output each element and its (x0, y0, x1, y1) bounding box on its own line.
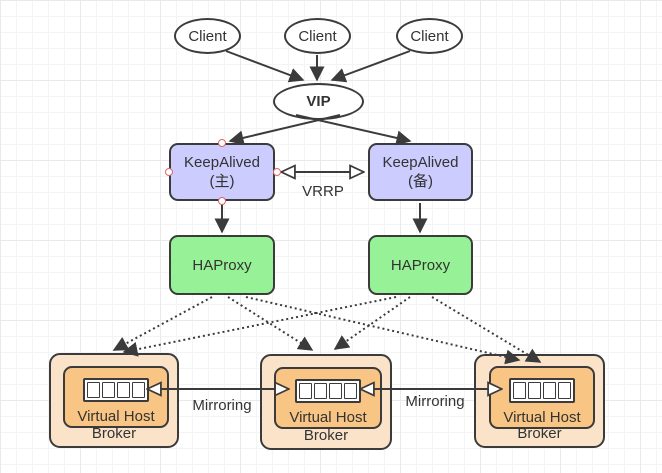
edge-haproxy-left-broker1[interactable] (112, 296, 213, 351)
keepalived-backup-line1: KeepAlived (382, 154, 459, 171)
haproxy-left-label: HAProxy (192, 256, 252, 274)
edge-client1-vip[interactable] (225, 50, 305, 83)
vip-node[interactable]: VIP (273, 83, 364, 120)
client-label: Client (188, 27, 227, 45)
edge-haproxy-left-broker2[interactable] (227, 296, 314, 351)
keepalived-primary-node[interactable]: KeepAlived (主) (169, 143, 275, 201)
edge-client3-vip[interactable] (330, 50, 411, 83)
queue-icon (509, 378, 575, 403)
haproxy-left-node[interactable]: HAProxy (169, 235, 275, 295)
vrrp-edge-label: VRRP (302, 183, 344, 200)
connection-point-right[interactable] (273, 168, 281, 176)
edge-haproxy-left-broker3[interactable] (245, 296, 521, 365)
edge-haproxy-right-broker2[interactable] (333, 296, 411, 350)
keepalived-backup-node[interactable]: KeepAlived (备) (368, 143, 473, 201)
edge-haproxy-right-broker1[interactable] (122, 296, 397, 357)
client-label: Client (410, 27, 449, 45)
broker-node-2[interactable]: Virtual Host Broker (260, 354, 392, 450)
keepalived-primary-line1: KeepAlived (184, 154, 260, 171)
vip-label: VIP (306, 93, 331, 110)
haproxy-right-label: HAProxy (390, 256, 451, 274)
client-node-2[interactable]: Client (284, 18, 351, 54)
virtual-host-box-2[interactable]: Virtual Host (274, 367, 382, 429)
haproxy-right-node[interactable]: HAProxy (368, 235, 473, 295)
broker-label: Broker (517, 425, 562, 442)
queue-icon (295, 379, 361, 403)
broker-label: Broker (303, 427, 349, 444)
connection-point-top[interactable] (218, 139, 226, 147)
broker-node-1[interactable]: Virtual Host Broker (49, 353, 179, 448)
keepalived-backup-line2: (备) (408, 173, 433, 190)
broker-node-3[interactable]: Virtual Host Broker (474, 354, 605, 448)
virtual-host-label: Virtual Host (289, 409, 367, 426)
broker-label: Broker (91, 425, 137, 442)
mirroring-edge-label-1: Mirroring (192, 397, 252, 414)
client-node-3[interactable]: Client (396, 18, 463, 54)
connection-point-left[interactable] (165, 168, 173, 176)
virtual-host-box-1[interactable]: Virtual Host (63, 366, 169, 428)
client-label: Client (298, 27, 337, 45)
virtual-host-label: Virtual Host (77, 408, 155, 425)
connection-point-bottom[interactable] (218, 197, 226, 205)
keepalived-primary-line2: (主) (209, 173, 235, 190)
client-node-1[interactable]: Client (174, 18, 241, 54)
virtual-host-box-3[interactable]: Virtual Host (489, 366, 595, 429)
edge-haproxy-right-broker3[interactable] (431, 296, 542, 363)
queue-icon (83, 378, 149, 402)
mirroring-edge-label-2: Mirroring (405, 393, 465, 410)
virtual-host-label: Virtual Host (503, 409, 581, 426)
